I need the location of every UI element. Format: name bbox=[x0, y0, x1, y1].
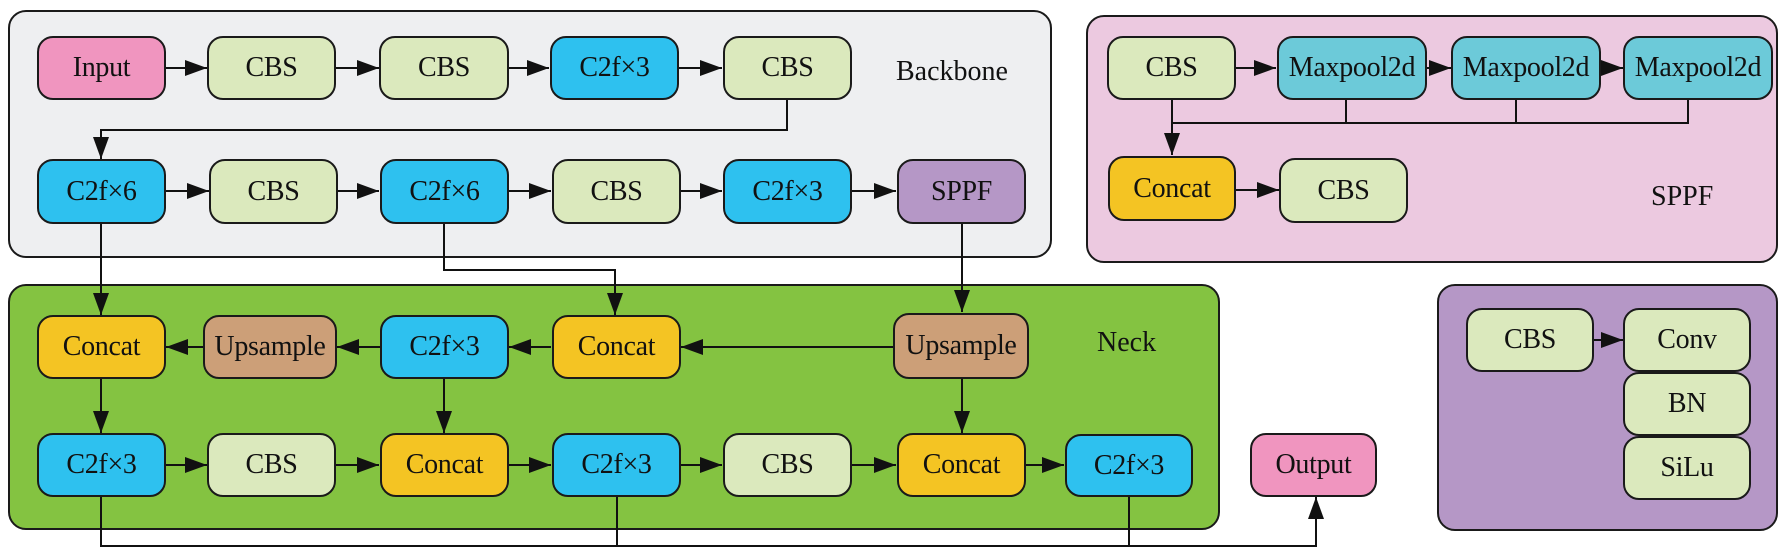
connector bbox=[1172, 100, 1689, 124]
c2f-block[interactable]: C2f×3 bbox=[550, 36, 679, 100]
neck-title: Neck bbox=[1097, 327, 1157, 358]
concat-block[interactable]: Concat bbox=[897, 433, 1026, 497]
c2f-block[interactable]: C2f×6 bbox=[37, 159, 166, 224]
c2f-block[interactable]: C2f×6 bbox=[380, 159, 509, 224]
sppf-cbs-out[interactable]: CBS bbox=[1279, 158, 1408, 223]
maxpool-block[interactable]: Maxpool2d bbox=[1277, 36, 1427, 100]
arrow bbox=[100, 497, 1324, 547]
c2f-block[interactable]: C2f×3 bbox=[380, 315, 509, 379]
cbs-block[interactable]: CBS bbox=[723, 36, 852, 100]
c2f-block[interactable]: C2f×3 bbox=[552, 433, 681, 497]
cbs-block[interactable]: CBS bbox=[723, 433, 852, 497]
sppf-title: SPPF bbox=[1651, 181, 1714, 212]
backbone-title: Backbone bbox=[896, 56, 1008, 87]
arrow bbox=[443, 224, 623, 315]
backbone-frame bbox=[8, 10, 1052, 258]
output-block[interactable]: Output bbox=[1250, 433, 1377, 497]
c2f-block[interactable]: C2f×3 bbox=[1065, 434, 1193, 497]
arrow bbox=[93, 100, 788, 159]
bn-block[interactable]: BN bbox=[1623, 372, 1751, 436]
cbs-block[interactable]: CBS bbox=[379, 36, 509, 100]
sppf-concat[interactable]: Concat bbox=[1108, 156, 1236, 221]
cbs-block[interactable]: CBS bbox=[552, 159, 681, 224]
maxpool-block[interactable]: Maxpool2d bbox=[1623, 36, 1773, 100]
sppf-cbs-in[interactable]: CBS bbox=[1107, 36, 1236, 100]
cbs-block[interactable]: CBS bbox=[207, 36, 336, 100]
silu-block[interactable]: SiLu bbox=[1623, 436, 1751, 500]
conv-block[interactable]: Conv bbox=[1623, 308, 1751, 372]
cbs-block[interactable]: CBS bbox=[207, 433, 336, 497]
input-block[interactable]: Input bbox=[37, 36, 166, 100]
c2f-block[interactable]: C2f×3 bbox=[37, 433, 166, 497]
cbs-detail-cbs[interactable]: CBS bbox=[1466, 308, 1594, 372]
c2f-block[interactable]: C2f×3 bbox=[723, 159, 852, 224]
concat-block[interactable]: Concat bbox=[37, 315, 166, 379]
maxpool-block[interactable]: Maxpool2d bbox=[1451, 36, 1601, 100]
sppf-block[interactable]: SPPF bbox=[897, 159, 1026, 224]
concat-block[interactable]: Concat bbox=[380, 433, 509, 497]
concat-block[interactable]: Concat bbox=[552, 315, 681, 379]
upsample-block[interactable]: Upsample bbox=[893, 313, 1029, 379]
upsample-block[interactable]: Upsample bbox=[203, 315, 337, 379]
cbs-block[interactable]: CBS bbox=[209, 159, 338, 224]
